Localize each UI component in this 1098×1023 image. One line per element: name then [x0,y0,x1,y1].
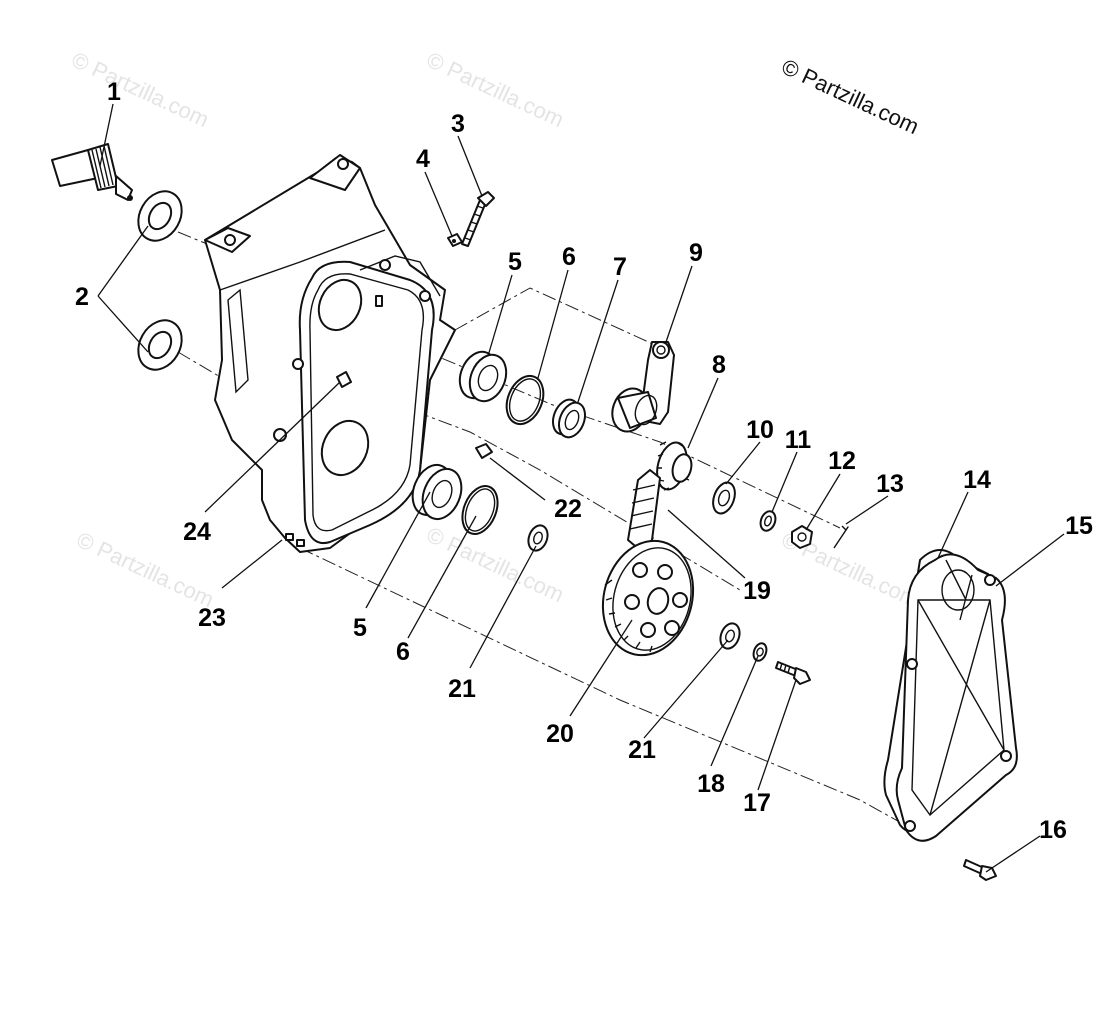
part-4-nut [447,233,463,247]
part-6-snap-ring-upper [505,374,545,426]
callout-15: 15 [1065,512,1093,540]
part-20-lower-sprocket [601,539,695,657]
callout-23: 23 [198,604,226,632]
callout-21-right: 21 [628,736,656,764]
callout-5-lower: 5 [353,614,367,642]
part-2-seal-lower [137,319,183,371]
callout-11: 11 [785,426,812,454]
callout-2: 2 [75,283,89,311]
callout-22: 22 [554,495,582,523]
part-17-bolt [775,661,811,685]
callout-labels: 1 2 3 4 5 6 7 9 8 10 11 12 13 14 15 22 1… [75,78,1093,844]
part-19-chain [627,469,661,551]
callout-13: 13 [876,470,904,498]
callout-24: 24 [183,518,211,546]
part-22-nut [475,443,493,459]
callout-5: 5 [508,248,522,276]
callout-20: 20 [546,720,574,748]
part-5-bearing-upper [458,350,508,403]
callout-3: 3 [451,110,465,138]
part-23-chaincase-housing [204,154,456,553]
part-24-stud [336,371,352,388]
callout-16: 16 [1039,816,1067,844]
part-5-bearing-lower [411,463,463,521]
part-21-washer-left [527,524,549,552]
part-13-cotter-pin [833,525,849,549]
part-10-washer [712,481,736,515]
watermark: © Partzilla.com [68,47,213,132]
callout-8: 8 [712,351,726,379]
callout-4: 4 [416,145,430,173]
callout-18: 18 [697,770,725,798]
callout-6-lower: 6 [396,638,410,666]
part-16-bolt [963,859,997,881]
callout-9: 9 [689,239,703,267]
part-15-chaincase-cover [895,553,1018,842]
callout-7: 7 [613,253,627,281]
callout-17: 17 [743,789,771,817]
callout-14: 14 [963,466,991,494]
part-12-nut [791,525,813,549]
watermark: © Partzilla.com [423,47,568,132]
part-8-upper-sprocket [656,441,693,491]
part-1-shaft [51,143,133,201]
part-6-snap-ring-lower [461,485,499,535]
callout-10: 10 [746,416,774,444]
part-18-washer [752,642,768,662]
copyright-label: © Partzilla.com [778,54,923,139]
part-9-tensioner-arm [611,341,675,433]
part-3-bolt [461,191,495,247]
callout-6: 6 [562,243,576,271]
callout-19: 19 [743,577,771,605]
part-7-spacer [551,398,587,439]
callout-12: 12 [828,447,856,475]
callout-21-left: 21 [448,675,476,703]
part-21-washer-right [719,622,741,650]
part-2-seal-upper [137,190,183,242]
callout-1: 1 [107,78,121,106]
part-11-washer [759,510,777,532]
leader-lines [97,103,1065,873]
